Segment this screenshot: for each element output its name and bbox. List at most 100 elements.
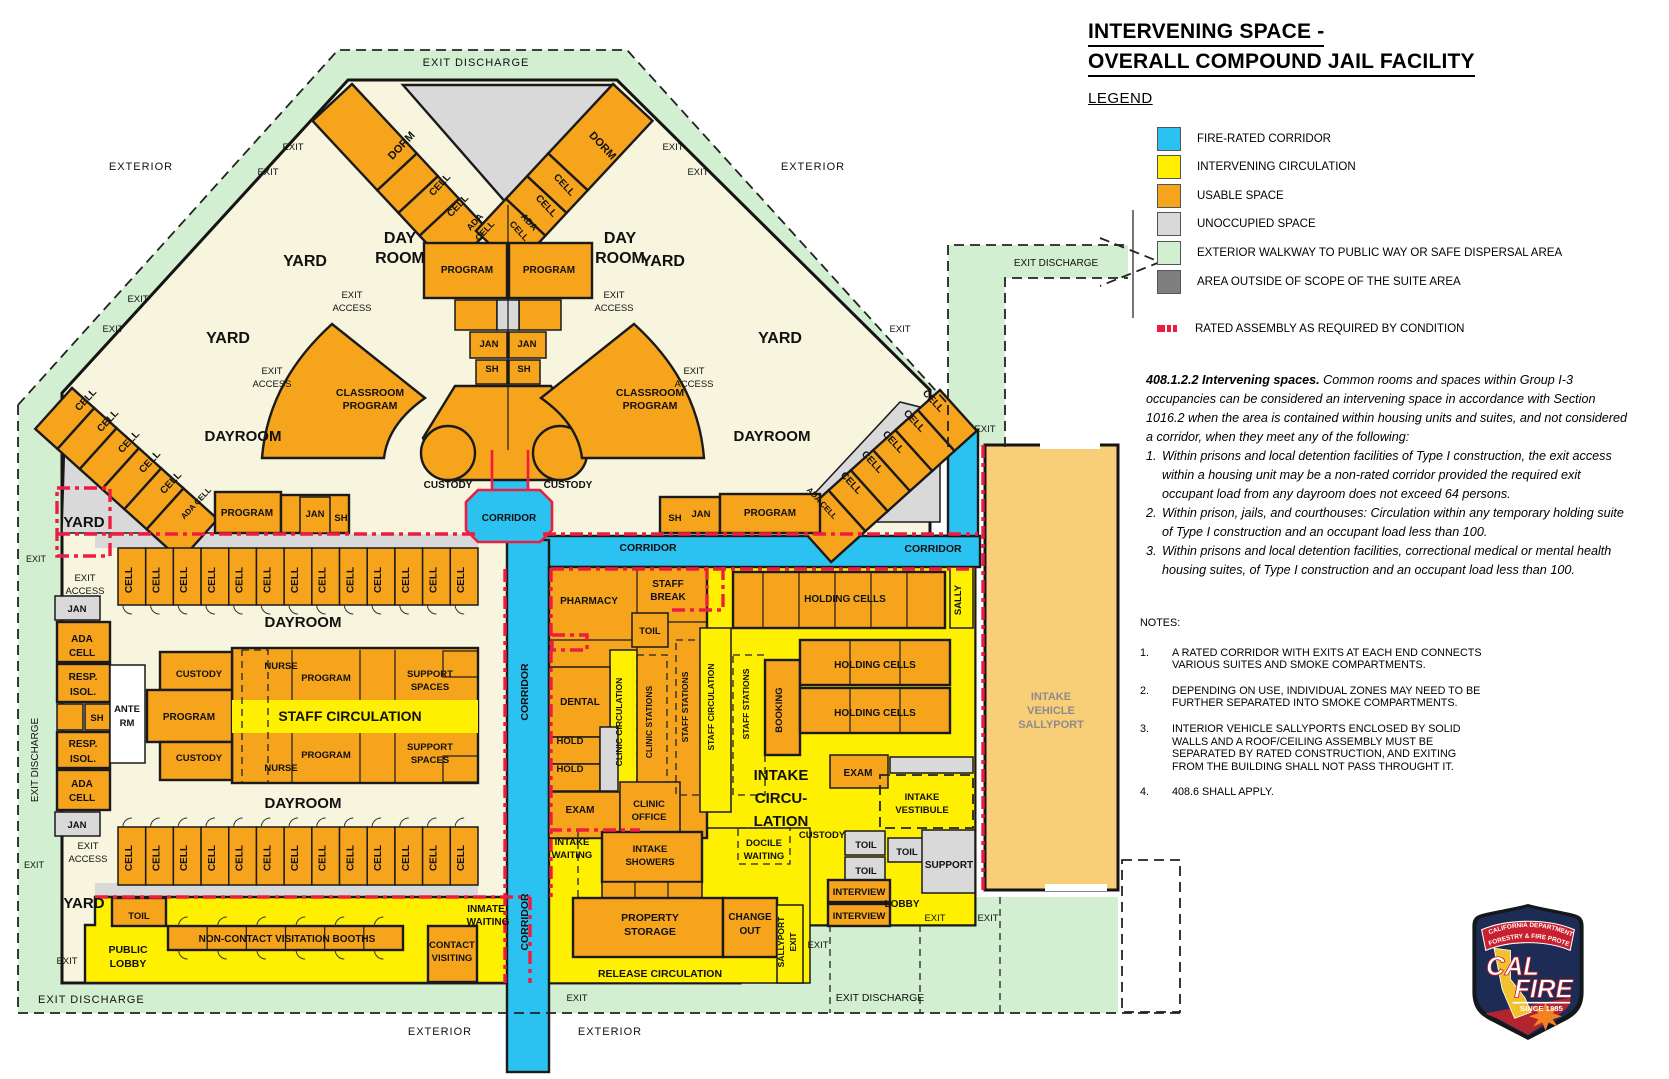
label-staff-stations: STAFF STATIONS [680, 671, 690, 742]
legend-item-fire-rated-corridor: FIRE-RATED CORRIDOR [1157, 126, 1331, 151]
label-jan: JAN [67, 604, 86, 615]
label-jan: JAN [691, 509, 710, 520]
label-isol: ISOL. [70, 687, 96, 698]
cell-room [200, 547, 230, 606]
label-waiting: WAITING [744, 851, 785, 862]
cell-room [449, 826, 479, 886]
label-staff-stations: STAFF STATIONS [741, 668, 751, 739]
label-cell: CELL [235, 845, 246, 871]
note-item-number: 1. [1140, 646, 1150, 659]
cell-room [255, 826, 285, 886]
label-program: PROGRAM [441, 265, 493, 276]
label-cell: CELL [401, 567, 412, 593]
note-item: 3.INTERIOR VEHICLE SALLYPORTS ENCLOSED B… [1140, 723, 1560, 773]
label-vestibule: VESTIBULE [895, 805, 948, 816]
label-custody: CUSTODY [176, 753, 223, 764]
note-item: 2.DEPENDING ON USE, INDIVIDUAL ZONES MAY… [1140, 685, 1560, 710]
label-exterior: EXTERIOR [578, 1026, 642, 1038]
label-exit: EXIT [74, 573, 95, 584]
legend-swatch [1157, 183, 1181, 208]
note-item-number: 4. [1140, 786, 1150, 799]
label-pharmacy: PHARMACY [560, 596, 618, 607]
cal-fire-logo: CALIFORNIA DEPARTMENT OF FORESTRY & FIRE… [1471, 903, 1584, 1040]
legend-label: UNOCCUPIED SPACE [1197, 218, 1316, 231]
code-section: 408.1.2.2 Intervening spaces. Common roo… [1146, 371, 1628, 580]
label-dayroom: DAYROOM [265, 614, 342, 631]
label-program: PROGRAM [163, 712, 215, 723]
label-exit: EXIT [282, 142, 303, 153]
cell-room [394, 547, 424, 606]
label-cell: CELL [152, 845, 163, 871]
label-cell: CELL [152, 567, 163, 593]
label-cell: CELL [124, 567, 135, 593]
label-exit: EXIT [603, 290, 624, 301]
code-item-text: Within prison, jails, and courthouses: C… [1162, 506, 1624, 539]
label-staff-circulation: STAFF CIRCULATION [706, 663, 716, 750]
left-column-rooms [54, 595, 146, 837]
code-item-number: 3. [1146, 544, 1157, 558]
label-interview: INTERVIEW [833, 911, 886, 922]
label-lation: LATION [754, 813, 809, 830]
legend-item-unoccupied-space: UNOCCUPIED SPACE [1157, 212, 1316, 237]
code-item: 2. Within prison, jails, and courthouses:… [1146, 504, 1628, 542]
door-arc [288, 604, 299, 615]
code-item: 3. Within prisons and local detention fac… [1146, 542, 1628, 580]
label-exit-discharge: EXIT DISCHARGE [423, 57, 530, 69]
label-showers: SHOWERS [625, 857, 674, 868]
label-exterior: EXTERIOR [408, 1026, 472, 1038]
note-item-text: DEPENDING ON USE, INDIVIDUAL ZONES MAY N… [1172, 684, 1481, 710]
cell-rows: CELL CELL CELL CELL CELL CELL CELL CELL CELL CELL… [117, 547, 479, 886]
label-resp: RESP. [69, 739, 98, 750]
label-holding-cells: HOLDING CELLS [834, 708, 916, 719]
cell-room [338, 547, 368, 606]
label-toil: TOIL [128, 911, 150, 922]
label-dayroom: DAYROOM [734, 428, 811, 445]
label-cell: CELL [262, 567, 273, 593]
code-item-text: Within prisons and local detention facil… [1162, 544, 1612, 577]
label-room: ROOM [595, 250, 645, 267]
door-arc [288, 817, 299, 828]
code-item-text: Within prisons and local detention facil… [1162, 449, 1612, 501]
label-toil: TOIL [896, 847, 918, 858]
label-hold: HOLD [557, 736, 584, 747]
label-lobby: LOBBY [110, 958, 147, 970]
door-arc [399, 817, 409, 828]
door-arc [316, 817, 326, 828]
legend-heading: LEGEND [1088, 90, 1153, 107]
label-cell: CELL [318, 567, 329, 593]
legend-swatch [1157, 240, 1181, 265]
label-exit: EXIT [257, 167, 278, 178]
label-non-contact-visitation-booths: NON-CONTACT VISITATION BOOTHS [199, 934, 376, 945]
door-arc [122, 604, 132, 615]
label-corridor: CORRIDOR [482, 513, 537, 524]
label-program: PROGRAM [301, 750, 351, 761]
label-cell: CELL [318, 845, 329, 871]
label-holding-cells: HOLDING CELLS [804, 594, 886, 605]
door-arc [150, 604, 160, 615]
legend-swatch [1157, 126, 1181, 151]
label-inmate: INMATE [467, 904, 505, 915]
code-items: 1.Within prisons and local detention fac… [1146, 447, 1628, 580]
door-arc [343, 817, 354, 828]
label-cell: CELL [235, 567, 246, 593]
label-program: PROGRAM [744, 508, 796, 519]
label-nurse: NURSE [264, 661, 297, 672]
label-public: PUBLIC [108, 944, 148, 956]
label-sh: SH [485, 364, 498, 375]
label-program: PROGRAM [523, 265, 575, 276]
label-day: DAY [384, 230, 417, 247]
legend-swatch [1157, 212, 1181, 237]
label-support: SUPPORT [407, 742, 453, 753]
legend-label: USABLE SPACE [1197, 189, 1284, 202]
label-cell: CELL [428, 845, 439, 871]
label-cell: CELL [456, 567, 467, 593]
label-sallyport: SALLYPORT [1018, 719, 1084, 731]
mid-program-rooms [213, 490, 822, 535]
label-out: OUT [739, 926, 760, 937]
title-line-2: OVERALL COMPOUND JAIL FACILITY [1088, 50, 1475, 77]
cell-room [144, 826, 175, 886]
label-hold: HOLD [557, 764, 584, 775]
code-item-number: 2. [1146, 506, 1157, 520]
notes-section: NOTES: 1.A RATED CORRIDOR WITH EXITS AT … [1140, 617, 1560, 812]
